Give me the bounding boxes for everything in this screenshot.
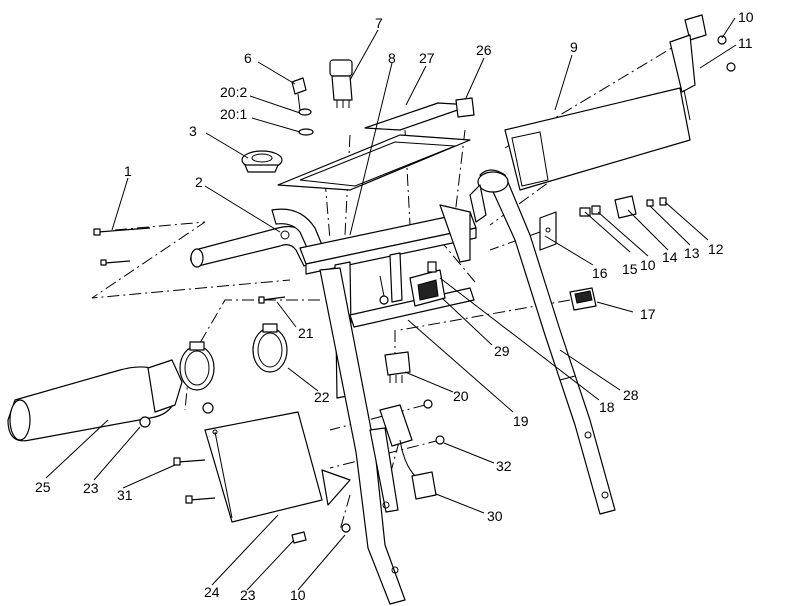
- screw-31: [173, 457, 216, 504]
- callout-28: 28: [623, 387, 639, 403]
- washer-20-2: [298, 108, 312, 116]
- callout-9: 9: [570, 39, 578, 55]
- callout-29: 29: [494, 343, 510, 359]
- nut-23b: [291, 531, 307, 544]
- callout-17: 17: [640, 306, 656, 322]
- switch-bracket: [539, 211, 557, 251]
- throttle-lever: [669, 14, 736, 121]
- nut-23a: [139, 402, 214, 428]
- callout-16: 16: [592, 265, 608, 281]
- callout-8: 8: [388, 50, 396, 66]
- callout-7: 7: [375, 15, 383, 31]
- callout-18: 18: [599, 399, 615, 415]
- rocker-switch: [569, 287, 597, 311]
- key-part: [291, 77, 307, 111]
- callout-14: 14: [662, 249, 678, 265]
- callout-10: 10: [738, 9, 754, 25]
- screw-21: [258, 296, 286, 304]
- relay-bracket: [349, 261, 475, 328]
- callout-24: 24: [204, 584, 220, 600]
- callout-10c: 10: [290, 587, 306, 603]
- leader-lines: [45, 17, 737, 591]
- left-handle-tube: [319, 267, 406, 605]
- callout-22: 22: [314, 389, 330, 405]
- callout-6: 6: [244, 50, 252, 66]
- control-panel-plate: [277, 134, 471, 191]
- callout-15: 15: [622, 261, 638, 277]
- decal-9: [504, 87, 691, 191]
- decal-26: [455, 97, 475, 118]
- hour-meter: [241, 150, 283, 173]
- hose-clamp-right: [252, 323, 288, 373]
- hose-clamp-left: [179, 341, 215, 391]
- callout-20: 20: [453, 388, 469, 404]
- callout-23b: 23: [240, 587, 256, 603]
- nut-10c: [341, 523, 351, 533]
- callout-2: 2: [195, 174, 203, 190]
- callout-25: 25: [35, 479, 51, 495]
- tube-25: [7, 359, 183, 442]
- handle-left-grip: [190, 208, 323, 268]
- callout-1: 1: [124, 163, 132, 179]
- callout-11: 11: [738, 35, 753, 51]
- callout-30: 30: [487, 508, 503, 524]
- callout-26: 26: [476, 42, 492, 58]
- callout-21: 21: [298, 325, 314, 341]
- wire-harness: [379, 399, 445, 500]
- washer-20-1: [298, 128, 314, 136]
- callout-27: 27: [419, 50, 435, 66]
- callout-labels: 10 11 9 7 6 8 27 26 20:2 20:1 3 1 2 16 1…: [35, 9, 754, 603]
- callout-19: 19: [513, 413, 529, 429]
- plug-connector: [384, 351, 411, 383]
- callout-20-2: 20:2: [220, 84, 247, 100]
- bolt-1: [93, 227, 151, 266]
- callout-23a: 23: [83, 480, 99, 496]
- callout-31: 31: [117, 487, 133, 503]
- callout-32: 32: [496, 458, 512, 474]
- callout-12: 12: [708, 241, 724, 257]
- control-box: [204, 411, 351, 523]
- right-handle-tube: [469, 169, 616, 515]
- callout-13: 13: [684, 245, 700, 261]
- ignition-switch: [329, 59, 353, 108]
- callout-20-1: 20:1: [220, 106, 247, 122]
- callout-10b: 10: [640, 257, 656, 273]
- switch-assembly-right: [579, 195, 667, 219]
- callout-3: 3: [189, 123, 197, 139]
